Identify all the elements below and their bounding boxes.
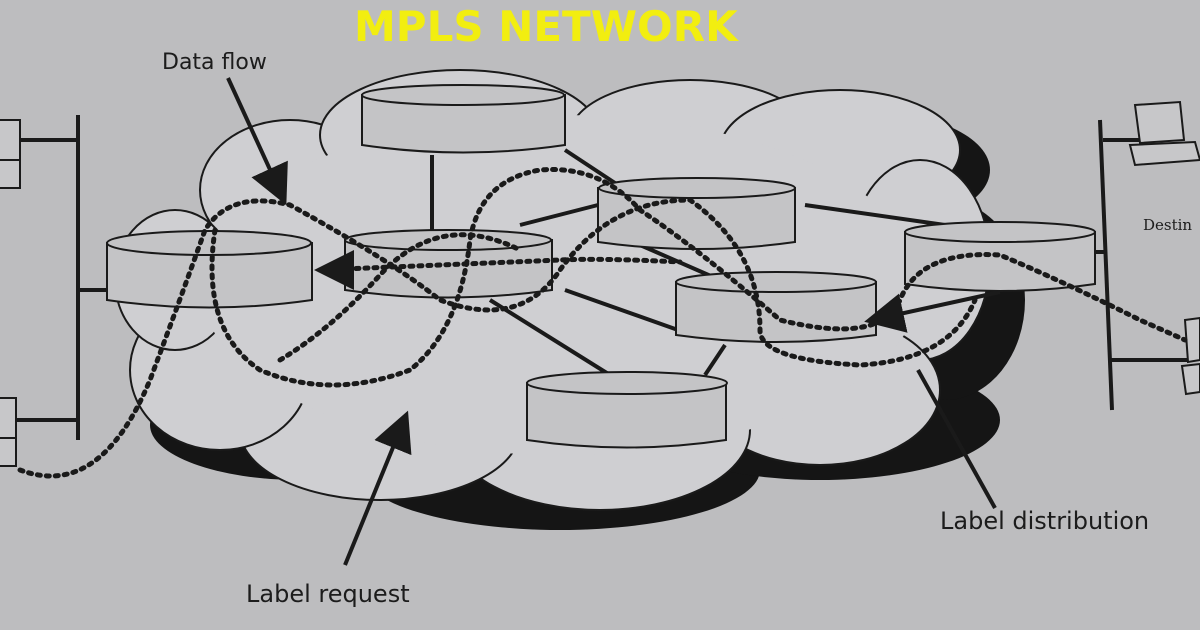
- computer-icon: [0, 119, 21, 189]
- label-request-label: Label request: [246, 580, 410, 608]
- label-distribution-label: Label distribution: [940, 507, 1150, 535]
- computer-icon: [1180, 316, 1200, 396]
- router-icon: [675, 271, 877, 343]
- router-icon: [106, 230, 313, 309]
- router-icon: [361, 84, 566, 154]
- dotted-paths: [17, 167, 1188, 479]
- computer-icon: [1128, 100, 1200, 167]
- destination-label: Destin: [1143, 216, 1193, 234]
- router-icon: [526, 371, 728, 449]
- data-flow-label: Data flow: [162, 50, 267, 75]
- arrow-icon: [226, 77, 1001, 566]
- page-title: MPLS NETWORK: [354, 2, 738, 51]
- router-icon: [597, 177, 796, 250]
- router-icon: [344, 229, 553, 299]
- computer-icon: [0, 397, 17, 467]
